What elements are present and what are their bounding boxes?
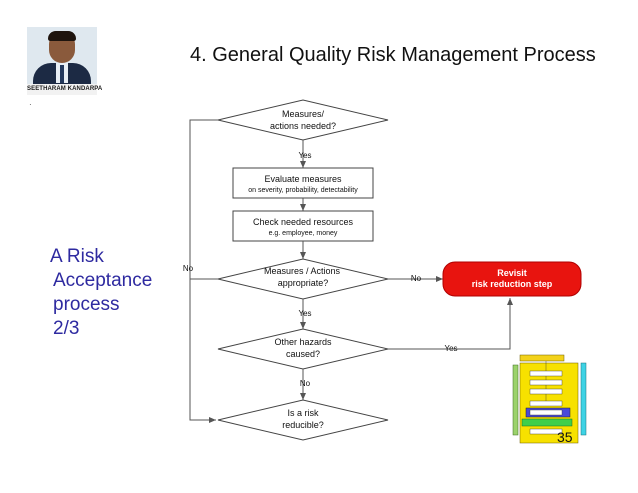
decision-appropriate-line2: appropriate?: [278, 278, 329, 288]
revisit-box: [442, 261, 582, 297]
decision-reducible-line1: Is a risk: [287, 408, 319, 418]
process-resources-shape: [232, 210, 374, 242]
presenter-photo: [27, 27, 97, 95]
decision-measures-needed-line1: Measures/: [282, 109, 325, 119]
side-label-line2: Acceptance: [53, 270, 153, 291]
decision-reducible-line2: reducible?: [282, 420, 324, 430]
process-overview-thumbnail: [512, 354, 587, 444]
edge-label-yes-1: Yes: [298, 151, 311, 160]
connector-yes-3: [388, 298, 513, 350]
process-resources-line1: Check needed resources: [253, 217, 354, 227]
side-label-line3: process: [53, 294, 120, 315]
edge-label-no-right: No: [411, 274, 422, 283]
process-evaluate-line1: Evaluate measures: [264, 174, 342, 184]
edge-label-yes-2: Yes: [298, 309, 311, 318]
side-label-line1: A Risk: [50, 246, 104, 267]
side-label: A Risk Acceptance process 2/3: [50, 245, 152, 341]
decision-measures-needed-shape: [217, 99, 389, 141]
decision-appropriate-line1: Measures / Actions: [264, 266, 341, 276]
process-resources-line2: e.g. employee, money: [269, 230, 338, 237]
photo-caption: SEETHARAM KANDARPA: [27, 84, 102, 95]
process-evaluate-shape: [232, 167, 374, 199]
decision-other-hazards-line1: Other hazards: [274, 337, 332, 347]
decision-other-hazards-line2: caused?: [286, 349, 320, 359]
edge-label-no-bottom: No: [300, 379, 311, 388]
edge-label-yes-3: Yes: [444, 344, 457, 353]
slide-title: 4. General Quality Risk Management Proce…: [190, 44, 596, 66]
decision-measures-needed-line2: actions needed?: [270, 121, 336, 131]
process-evaluate-line2: on severity, probability, detectability: [248, 187, 358, 194]
connector-no-loop: [189, 119, 218, 423]
side-label-line4: 2/3: [53, 318, 80, 339]
bullet-dot: ·: [29, 100, 32, 109]
edge-label-no-left: No: [183, 264, 194, 273]
decision-reducible-shape: [217, 399, 389, 441]
revisit-line1: Revisit: [497, 268, 527, 278]
revisit-line2: risk reduction step: [472, 279, 553, 289]
page-number: 35: [557, 429, 573, 445]
